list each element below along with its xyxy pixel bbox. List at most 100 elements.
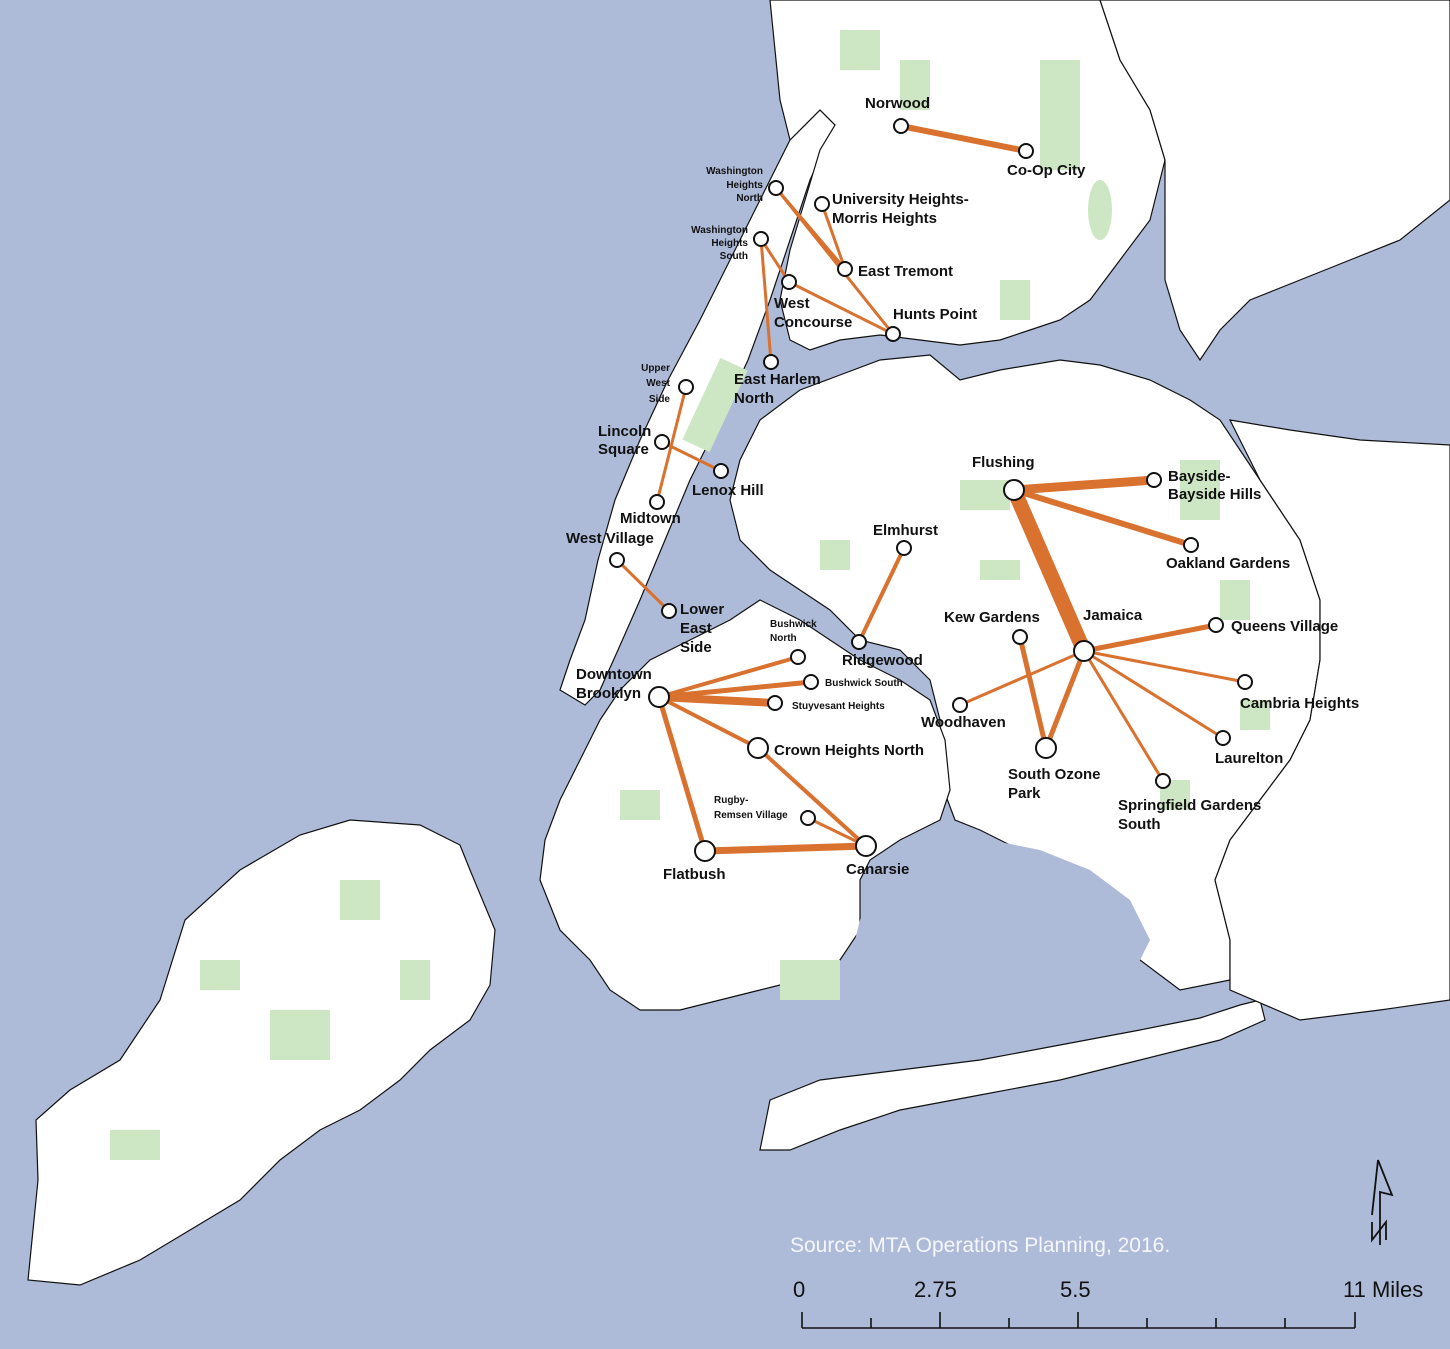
label-crown-heights-north: Crown Heights North [774,742,924,759]
node-wash-heights-north[interactable] [768,180,784,196]
node-oakland-gardens[interactable] [1183,537,1199,553]
node-cambria-heights[interactable] [1237,674,1253,690]
node-woodhaven[interactable] [952,697,968,713]
node-queens-village[interactable] [1208,617,1224,633]
scale-bar: 0 2.75 5.5 11 Miles [793,1277,1423,1329]
label-lenox-hill: Lenox Hill [692,482,764,499]
route-norwood-to-coop-city [900,123,1027,154]
label-springfield-gardens-line2: South [1118,816,1161,833]
route-flushing-to-jamaica [1007,487,1091,654]
label-norwood: Norwood [865,95,930,112]
node-wash-heights-south[interactable] [753,231,769,247]
label-lower-east-side-line1: Lower [680,601,724,618]
label-jamaica: Jamaica [1083,607,1143,624]
node-laurelton[interactable] [1215,730,1231,746]
node-norwood[interactable] [893,118,909,134]
node-rugby-remsen[interactable] [800,810,816,826]
node-univ-heights[interactable] [814,196,830,212]
nodes-layer [609,118,1253,862]
label-upper-west-side-line1: Upper [641,363,670,374]
node-bushwick-north[interactable] [790,649,806,665]
node-elmhurst[interactable] [896,540,912,556]
label-lincoln-square-line1: Lincoln [598,423,651,440]
north-arrow-icon [1371,1159,1394,1245]
node-flushing[interactable] [1003,479,1025,501]
node-upper-west-side[interactable] [678,379,694,395]
route-wash-heights-south-to-east-harlem-north [759,238,773,363]
route-jamaica-to-cambria-heights [1083,649,1246,684]
node-canarsie[interactable] [855,835,877,857]
label-east-tremont: East Tremont [858,263,953,280]
node-south-ozone-park[interactable] [1035,737,1057,759]
node-lower-east-side[interactable] [661,603,677,619]
node-flatbush[interactable] [694,840,716,862]
route-upper-west-side-to-midtown [655,386,688,503]
node-springfield-gardens[interactable] [1155,773,1171,789]
label-wash-heights-south-line3: South [720,251,748,262]
label-east-harlem-north-line2: North [734,390,774,407]
node-downtown-brooklyn[interactable] [648,686,670,708]
label-downtown-brooklyn-line2: Brooklyn [576,685,641,702]
source-note: Source: MTA Operations Planning, 2016. [790,1234,1170,1257]
label-bayside-line2: Bayside Hills [1168,486,1261,503]
node-west-concourse[interactable] [781,274,797,290]
label-upper-west-side-line2: West [646,378,670,389]
node-east-harlem-north[interactable] [763,354,779,370]
label-bushwick-north-line2: North [770,633,797,644]
node-ridgewood[interactable] [851,634,867,650]
label-south-ozone-park-line1: South Ozone [1008,766,1101,783]
route-jamaica-to-springfield-gardens [1082,650,1165,782]
route-flushing-to-bayside [1013,475,1155,495]
label-flushing: Flushing [972,454,1035,471]
label-univ-heights-line1: University Heights- [832,191,969,208]
route-lincoln-square-to-lenox-hill [661,440,722,473]
label-wash-heights-south-line1: Washington [691,225,748,236]
label-wash-heights-north-line2: Heights [726,180,763,191]
label-west-concourse-line2: Concourse [774,314,852,331]
label-south-ozone-park-line2: Park [1008,785,1041,802]
label-springfield-gardens-line1: Springfield Gardens [1118,797,1261,814]
scale-tick-1: 2.75 [914,1277,957,1302]
route-wash-heights-north-to-hunts-point [774,187,895,335]
label-woodhaven: Woodhaven [921,714,1006,731]
node-lenox-hill[interactable] [713,463,729,479]
label-lower-east-side-line3: Side [680,639,712,656]
route-jamaica-to-laurelton [1083,649,1224,740]
node-stuyvesant-heights[interactable] [767,695,783,711]
node-coop-city[interactable] [1018,143,1034,159]
long-island [1214,419,1450,1021]
node-kew-gardens[interactable] [1012,629,1028,645]
node-lincoln-square[interactable] [654,434,670,450]
node-east-tremont[interactable] [837,261,853,277]
node-jamaica[interactable] [1073,640,1095,662]
scale-tick-2: 5.5 [1060,1277,1091,1302]
node-west-village[interactable] [609,552,625,568]
node-midtown[interactable] [649,494,665,510]
label-cambria-heights: Cambria Heights [1240,695,1359,712]
route-downtown-brooklyn-to-crown-heights-north [658,695,759,750]
route-flatbush-to-canarsie [704,842,867,855]
route-jamaica-to-south-ozone-park [1043,650,1087,749]
node-hunts-point[interactable] [885,326,901,342]
label-wash-heights-north-line1: Washington [706,166,763,177]
route-jamaica-to-woodhaven [959,649,1085,707]
label-bushwick-north-line1: Bushwick [770,619,817,630]
route-elmhurst-to-ridgewood [857,547,906,643]
label-queens-village: Queens Village [1231,618,1338,635]
route-flushing-to-oakland-gardens [1013,487,1192,548]
brooklyn [539,599,951,1011]
node-bayside[interactable] [1146,472,1162,488]
routes-layer [615,123,1246,855]
node-bushwick-south[interactable] [803,674,819,690]
label-bayside-line1: Bayside- [1168,468,1231,485]
label-ridgewood: Ridgewood [842,652,923,669]
node-crown-heights-north[interactable] [747,737,769,759]
route-downtown-brooklyn-to-stuyvesant-heights [658,693,776,707]
scale-tick-0: 0 [793,1277,805,1302]
label-laurelton: Laurelton [1215,750,1283,767]
label-univ-heights-line2: Morris Heights [832,210,937,227]
label-kew-gardens: Kew Gardens [944,609,1040,626]
scale-tick-3: 11 Miles [1343,1277,1423,1302]
label-hunts-point: Hunts Point [893,306,977,323]
